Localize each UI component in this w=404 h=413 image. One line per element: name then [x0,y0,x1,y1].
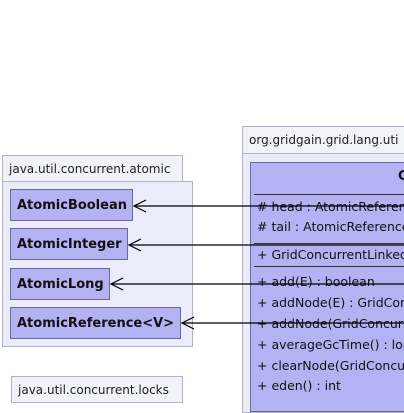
class-atomic-reference[interactable]: AtomicReference<V> [10,307,181,339]
package-tab-atomic: java.util.concurrent.atomic [2,155,183,182]
package-name-atomic: java.util.concurrent.atomic [9,161,171,176]
class-name: AtomicBoolean [17,197,127,213]
field-tail: # tail : AtomicReference [257,219,404,234]
class-title-fragment: G [398,169,404,184]
methods-separator [254,266,404,267]
method-add: + add(E) : boolean [257,274,375,289]
method-average-gc-time: + averageGcTime() : lon [257,337,404,352]
arrowhead-long [109,277,124,291]
arrowhead-reference [180,316,195,330]
class-atomic-integer[interactable]: AtomicInteger [10,228,128,260]
class-name: AtomicReference<V> [17,315,175,331]
constructor-item: + GridConcurrentLinked [257,247,404,262]
class-name: AtomicLong [17,276,104,292]
package-tab-gridgain: org.gridgain.grid.lang.uti [242,126,404,154]
package-name-gridgain: org.gridgain.grid.lang.uti [249,133,399,147]
class-atomic-long[interactable]: AtomicLong [10,268,110,300]
class-name: AtomicInteger [17,236,122,252]
package-tab-locks: java.util.concurrent.locks [11,376,183,403]
package-name-locks: java.util.concurrent.locks [18,382,169,397]
association-arrows [109,199,404,330]
fields-separator [254,194,404,195]
constructors-separator [254,243,404,244]
class-grid-concurrent-linked[interactable]: G # head : AtomicReferen # tail : Atomic… [250,162,404,412]
arrowhead-boolean [132,199,147,213]
class-atomic-boolean[interactable]: AtomicBoolean [10,189,133,221]
method-clear-node: + clearNode(GridConcu [257,358,404,373]
method-eden: + eden() : int [257,378,341,393]
arrowhead-integer [127,238,142,252]
method-add-node-e: + addNode(E) : GridConc [257,295,404,310]
